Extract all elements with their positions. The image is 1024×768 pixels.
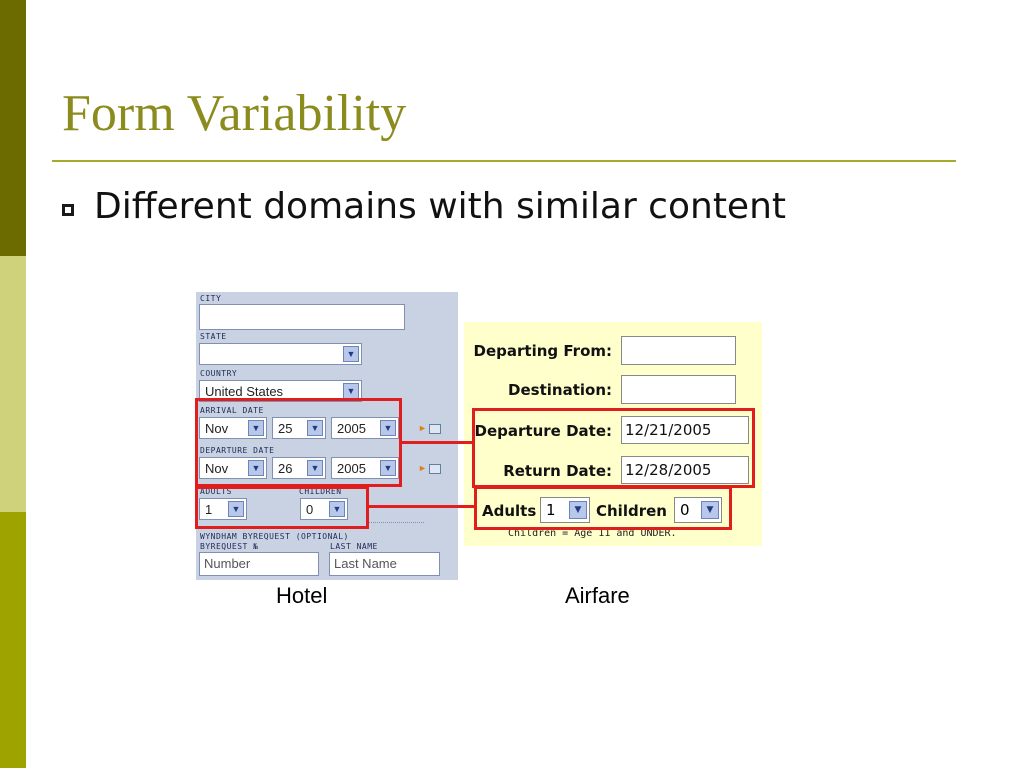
- airfare-departure-date-label: Departure Date:: [474, 422, 612, 440]
- airfare-departure-date-input[interactable]: 12/21/2005: [621, 416, 749, 444]
- chevron-down-icon: ▼: [701, 501, 719, 519]
- hotel-children-select[interactable]: 0 ▼: [300, 498, 348, 520]
- calendar-icon[interactable]: ►: [418, 462, 444, 474]
- hotel-children-label: CHILDREN: [299, 487, 342, 496]
- guests-connector: [369, 505, 474, 508]
- bullet-item: Different domains with similar content: [62, 186, 786, 227]
- hotel-city-label: CITY: [200, 294, 222, 303]
- airfare-return-date-label: Return Date:: [503, 462, 612, 480]
- chevron-down-icon: ▼: [248, 460, 264, 476]
- hotel-departure-year-select[interactable]: 2005 ▼: [331, 457, 399, 479]
- airfare-caption: Airfare: [565, 583, 630, 608]
- airfare-children-label: Children: [596, 502, 667, 520]
- left-bar-top: [0, 0, 26, 256]
- airfare-departing-from-input[interactable]: [621, 336, 736, 365]
- airfare-children-note: Children = Age 11 and UNDER.: [508, 528, 677, 539]
- chevron-down-icon: ▼: [329, 501, 345, 517]
- calendar-icon[interactable]: ►: [418, 422, 444, 434]
- hotel-arrival-day-select[interactable]: 25 ▼: [272, 417, 326, 439]
- hotel-arrival-label: ARRIVAL DATE: [200, 406, 264, 415]
- airfare-adults-select[interactable]: 1 ▼: [540, 497, 590, 523]
- hotel-arrival-year-select[interactable]: 2005 ▼: [331, 417, 399, 439]
- chevron-down-icon: ▼: [248, 420, 264, 436]
- hotel-guests-highlight: [195, 486, 369, 529]
- hotel-country-label: COUNTRY: [200, 369, 238, 378]
- hotel-last-name-input[interactable]: Last Name: [329, 552, 440, 576]
- hotel-state-label: STATE: [200, 332, 227, 341]
- airfare-return-date-input[interactable]: 12/28/2005: [621, 456, 749, 484]
- chevron-down-icon: ▼: [307, 460, 323, 476]
- chevron-down-icon: ▼: [343, 346, 359, 362]
- airfare-destination-label: Destination:: [508, 381, 612, 399]
- hotel-country-select[interactable]: United States ▼: [199, 380, 362, 402]
- hotel-adults-select[interactable]: 1 ▼: [199, 498, 247, 520]
- hotel-departure-day-select[interactable]: 26 ▼: [272, 457, 326, 479]
- hotel-byrequest-number-input[interactable]: Number: [199, 552, 319, 576]
- hotel-departure-label: DEPARTURE DATE: [200, 446, 275, 455]
- airfare-guests-highlight: [474, 486, 732, 530]
- hotel-adults-label: ADULTS: [200, 487, 232, 496]
- left-bar-bottom: [0, 512, 26, 768]
- hotel-arrival-month-select[interactable]: Nov ▼: [199, 417, 267, 439]
- chevron-down-icon: ▼: [228, 501, 244, 517]
- airfare-children-select[interactable]: 0 ▼: [674, 497, 722, 523]
- hotel-city-input[interactable]: [199, 304, 405, 330]
- hotel-dates-highlight: [195, 398, 402, 487]
- chevron-down-icon: ▼: [307, 420, 323, 436]
- slide-title: Form Variability: [62, 85, 407, 142]
- airfare-destination-input[interactable]: [621, 375, 736, 404]
- airfare-dates-highlight: [472, 408, 755, 488]
- airfare-adults-label: Adults: [482, 502, 537, 520]
- hotel-last-name-label: LAST NAME: [330, 542, 378, 551]
- hotel-byrequest-no-label: BYREQUEST №: [200, 542, 259, 551]
- bullet-text: Different domains with similar content: [94, 186, 787, 227]
- chevron-down-icon: ▼: [380, 460, 396, 476]
- left-bar-middle: [0, 256, 26, 512]
- hotel-byrequest-label: WYNDHAM BYREQUEST (OPTIONAL): [200, 532, 349, 541]
- hotel-state-select[interactable]: ▼: [199, 343, 362, 365]
- chevron-down-icon: ▼: [380, 420, 396, 436]
- dotted-divider: [368, 522, 424, 523]
- hotel-departure-month-select[interactable]: Nov ▼: [199, 457, 267, 479]
- chevron-down-icon: ▼: [343, 383, 359, 399]
- hotel-caption: Hotel: [276, 583, 328, 608]
- airfare-departing-from-label: Departing From:: [473, 342, 612, 360]
- square-bullet-icon: [62, 203, 74, 216]
- dates-connector: [402, 441, 472, 444]
- title-divider: [52, 160, 956, 162]
- chevron-down-icon: ▼: [569, 501, 587, 519]
